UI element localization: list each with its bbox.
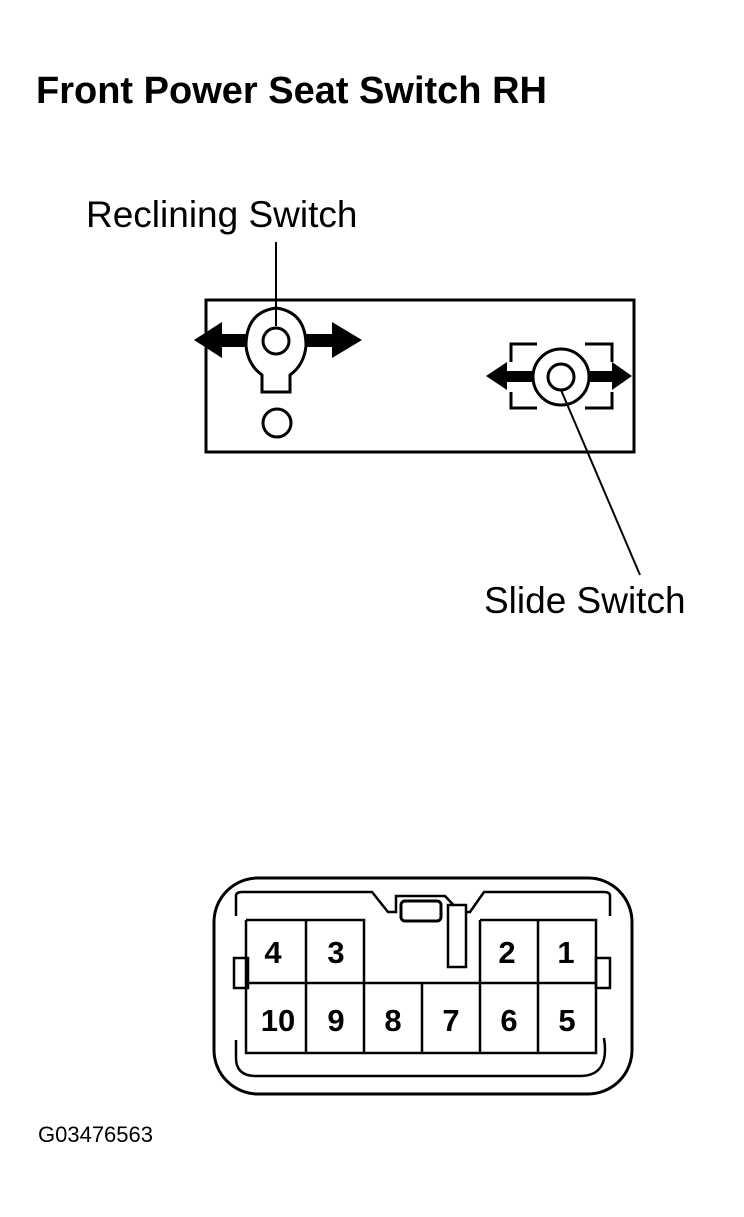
connector-key xyxy=(399,899,443,923)
connector-outer-shell xyxy=(212,876,634,1096)
connector-inner-outline xyxy=(234,890,612,916)
connector-latch xyxy=(446,903,468,969)
reclining-switch xyxy=(194,242,362,439)
slide-knob xyxy=(531,347,591,407)
reclining-knob xyxy=(244,306,308,394)
slide-switch xyxy=(486,342,641,576)
pin-3-label: 3 xyxy=(327,935,344,970)
reclining-knob-center xyxy=(261,326,291,356)
pin-4-label: 4 xyxy=(264,935,282,970)
connector-left-tab xyxy=(232,956,250,990)
pin-5-label: 5 xyxy=(558,1003,575,1038)
page-title: Front Power Seat Switch RH xyxy=(36,70,547,112)
slide-switch-label: Slide Switch xyxy=(484,580,686,621)
slide-switch-frame xyxy=(509,342,614,410)
pin-8-label: 8 xyxy=(384,1003,401,1038)
reclining-left-arrow-icon xyxy=(194,322,247,358)
reclining-lower-hole xyxy=(261,407,293,439)
connector-bottom-dividers xyxy=(304,983,540,1053)
connector-right-tab xyxy=(594,956,612,990)
pin-1-label: 1 xyxy=(557,935,574,970)
reclining-right-arrow-icon xyxy=(305,322,362,358)
connector: 4 3 2 1 10 9 8 7 6 5 xyxy=(212,876,634,1096)
figure-code: G03476563 xyxy=(38,1122,153,1147)
slide-left-arrow-icon xyxy=(486,362,533,390)
slide-leader-line xyxy=(560,389,641,576)
connector-inner-bottom xyxy=(234,1037,607,1078)
switch-housing xyxy=(204,298,636,454)
pin-2-label: 2 xyxy=(498,935,515,970)
reclining-switch-label: Reclining Switch xyxy=(86,194,358,235)
pin-6-label: 6 xyxy=(500,1003,517,1038)
pin-9-label: 9 xyxy=(327,1003,344,1038)
pin-10-label: 10 xyxy=(261,1003,295,1038)
connector-top-row-cells xyxy=(244,918,598,983)
pin-7-label: 7 xyxy=(442,1003,459,1038)
slide-right-arrow-icon xyxy=(589,362,632,390)
